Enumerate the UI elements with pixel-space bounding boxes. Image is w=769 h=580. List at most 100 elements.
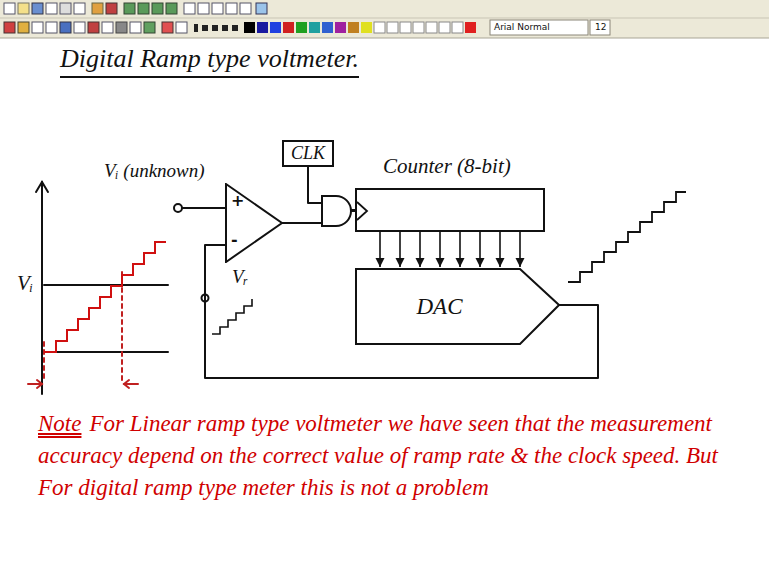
drawing-part (152, 3, 163, 14)
axis-level-label: Vᵢ (17, 271, 33, 296)
drawing-part (166, 3, 177, 14)
clock-box: CLK (282, 140, 334, 167)
drawing-part (361, 22, 372, 33)
drawing-part (184, 3, 195, 14)
drawing-part (116, 22, 127, 33)
arrowhead (416, 258, 425, 267)
drawing-part (0, 18, 769, 19)
drawing-part (106, 3, 117, 14)
wire-path (205, 245, 598, 378)
drawing-part (270, 22, 281, 33)
drawing-part (348, 22, 359, 33)
drawing-part (283, 22, 294, 33)
signal-wire (376, 232, 525, 267)
signal-wire (205, 245, 598, 378)
note-text: For Linear ramp type voltmeter we have s… (38, 411, 718, 500)
drawing-part (413, 22, 424, 33)
drawing-part (44, 284, 168, 286)
drawing-part (46, 22, 57, 33)
small-staircase (212, 299, 252, 334)
drawing-part (74, 22, 85, 33)
font-name: Arial Normal (494, 21, 550, 33)
drawing-part (4, 22, 15, 33)
drawing-part (144, 22, 155, 33)
drawing-part (465, 22, 476, 33)
drawing-part (42, 351, 168, 353)
drawing-part (439, 22, 450, 33)
drawing-part (124, 3, 135, 14)
drawing-part (232, 25, 238, 31)
drawing-part (46, 3, 57, 14)
drawing-part (37, 380, 42, 388)
toolbar-icons (4, 3, 267, 33)
drawing-part (212, 3, 223, 14)
arrowhead (476, 258, 485, 267)
drawing-part (194, 24, 198, 32)
signal-name: Vᵣ (232, 266, 248, 288)
output-staircase (568, 192, 686, 282)
drawing-part (43, 342, 45, 380)
arrowhead (456, 258, 465, 267)
drawing-part (256, 3, 267, 14)
drawing-part (309, 22, 320, 33)
input-wire (182, 207, 225, 209)
drawing-part (138, 3, 149, 14)
drawing-part (400, 22, 411, 33)
color-palette (244, 22, 476, 33)
counter-box: Counter (8-bit) (355, 188, 545, 232)
font-size: 12 (595, 21, 606, 33)
ramp-graph (28, 182, 168, 394)
drawing-part (162, 22, 173, 33)
note-heading: Note (38, 411, 81, 436)
drawing-part (124, 380, 129, 388)
dac-outline (356, 269, 559, 344)
drawing-part (0, 38, 769, 39)
drawing-part (212, 25, 218, 31)
dac-block: DAC (355, 268, 560, 345)
drawing-part (452, 22, 463, 33)
drawing-part (88, 22, 99, 33)
drawing-part (60, 22, 71, 33)
drawing-part (60, 3, 71, 14)
drawing-part (121, 272, 123, 380)
drawing-part (130, 22, 141, 33)
clock-triangle (357, 202, 367, 220)
drawing-part (74, 3, 85, 14)
drawing-part (198, 3, 209, 14)
drawing-part (32, 3, 43, 14)
drawing-part (226, 3, 237, 14)
drawing-part (102, 22, 113, 33)
comparator-outline (226, 184, 282, 262)
input-sign: + (231, 193, 244, 209)
font-selector (490, 20, 588, 35)
size-selector (590, 20, 610, 35)
comparator: +- (225, 183, 283, 263)
arrowhead (436, 258, 445, 267)
drawing-part (387, 22, 398, 33)
drawing-part (176, 22, 187, 33)
drawing-part (296, 22, 307, 33)
and-gate (322, 196, 351, 226)
drawing-part (202, 25, 208, 31)
signal-name: Vᵢ (unknown) (104, 160, 205, 182)
toolbar (0, 0, 769, 38)
staircase-ramp (44, 242, 166, 352)
drawing-part (257, 22, 268, 33)
note-block: NoteFor Linear ramp type voltmeter we ha… (38, 408, 750, 504)
drawing-part (4, 3, 15, 14)
dac-label: DAC (417, 294, 463, 320)
arrowhead (396, 258, 405, 267)
dac-text: DAC (417, 294, 463, 320)
drawing-part (240, 3, 251, 14)
drawing-part (36, 182, 48, 192)
title: Digital Ramp type voltmeter. (60, 44, 359, 78)
drawing-part (244, 22, 255, 33)
drawing-part (426, 22, 437, 33)
drawing-part (222, 25, 228, 31)
counter-heading: Counter (8-bit) (383, 154, 511, 179)
arrowhead (496, 258, 505, 267)
drawing-part (322, 22, 333, 33)
box-label: CLK (291, 143, 325, 164)
drawing-part (41, 182, 43, 394)
